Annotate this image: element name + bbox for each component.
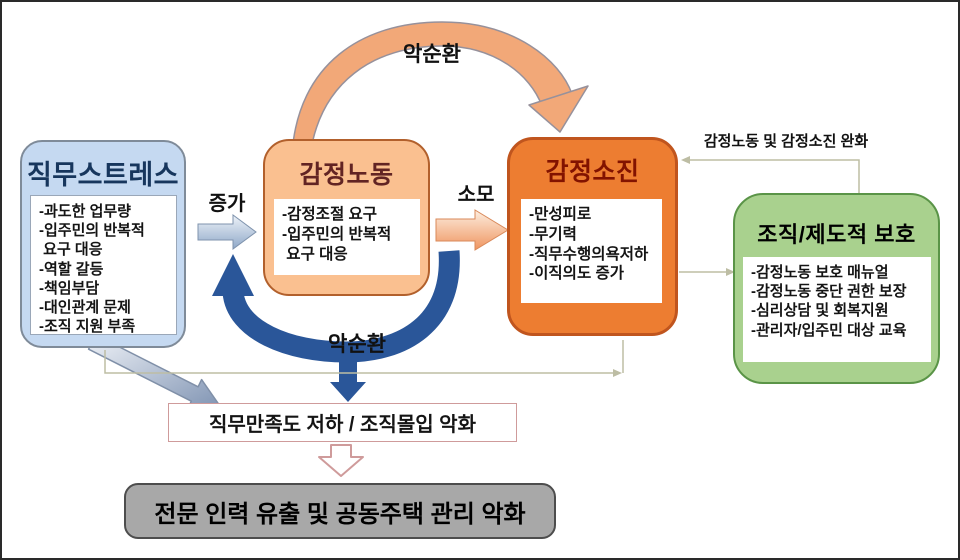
list-item: -관리자/입주민 대상 교육 xyxy=(751,321,907,339)
list-item: 요구 대응 xyxy=(39,241,103,259)
list-item: -만성피로 xyxy=(529,206,592,223)
list-item: -대인관계 문제 xyxy=(39,298,131,316)
protection-box: 조직/제도적 보호 -감정노동 보호 매뉴얼 -감정노동 중단 권한 보장-심리상… xyxy=(733,193,940,384)
vicious-cycle-bottom-arrow xyxy=(212,250,460,363)
increase-label: 증가 xyxy=(208,193,246,215)
list-item: 요구 대응 xyxy=(282,245,348,263)
protection-title: 조직/제도적 보호 xyxy=(757,222,916,247)
job-stress-title: 직무스트레스 xyxy=(26,160,180,190)
down-arrow xyxy=(330,354,366,402)
emotional-exhaustion-box: 감정소진 -만성피로 -무기력 -직무수행의욕저하 -이직의도 증가 xyxy=(507,137,678,336)
emotional-labor-list: -감정조절 요구 -입주민의 반복적 요구 대응 xyxy=(274,199,420,275)
list-item: -감정조절 요구 xyxy=(282,206,378,223)
list-item: -입주민의 반복적 xyxy=(282,225,392,243)
list-item: -직무수행의욕저하 xyxy=(529,245,649,263)
vicious-cycle-bottom-label: 악순환 xyxy=(328,333,386,356)
stress-exhaustion-connector xyxy=(104,340,624,377)
list-item: -무기력 xyxy=(529,225,577,243)
list-item: -과도한 업무량 xyxy=(39,203,131,220)
emotional-exhaustion-list: -만성피로 -무기력 -직무수행의욕저하 -이직의도 증가 xyxy=(521,199,662,303)
list-item: -감정노동 보호 매뉴얼 xyxy=(751,264,889,281)
outcome-satisfaction-box: 직무만족도 저하 / 조직몰입 악화 xyxy=(168,403,517,442)
list-item: -역할 갈등 xyxy=(39,260,104,278)
deplete-label: 소모 xyxy=(457,184,495,206)
job-stress-box: 직무스트레스 -과도한 업무량 -입주민의 반복적 요구 대응-역할 갈등-책임부… xyxy=(20,140,186,348)
vicious-cycle-top-label: 악순환 xyxy=(403,43,461,66)
mitigation-label: 감정노동 및 감정소진 완화 xyxy=(703,133,869,150)
deplete-arrow xyxy=(435,209,509,251)
list-item: -이직의도 증가 xyxy=(529,265,625,283)
list-item: -입주민의 반복적 xyxy=(39,222,145,240)
emotional-labor-title: 감정노동 xyxy=(299,161,394,189)
emotional-labor-box: 감정노동 -감정조절 요구 -입주민의 반복적 요구 대응 xyxy=(263,139,430,296)
list-item: -책임부담 xyxy=(39,279,100,297)
outcome-hollow-arrow xyxy=(318,444,364,477)
outcome-final-box: 전문 인력 유출 및 공동주택 관리 악화 xyxy=(124,483,556,539)
protection-connector xyxy=(679,268,735,276)
list-item: -조직 지원 부족 xyxy=(39,318,136,336)
list-item: -감정노동 중단 권한 보장 xyxy=(751,283,907,301)
list-item: -심리상담 및 회복지원 xyxy=(751,302,889,320)
mitigation-connector xyxy=(681,156,860,198)
job-stress-list: -과도한 업무량 -입주민의 반복적 요구 대응-역할 갈등-책임부담-대인관계 … xyxy=(30,195,177,335)
increase-arrow xyxy=(197,214,257,250)
vicious-cycle-top-arrow xyxy=(291,21,589,157)
emotional-exhaustion-title: 감정소진 xyxy=(545,158,640,186)
protection-list: -감정노동 보호 매뉴얼 -감정노동 중단 권한 보장-심리상담 및 회복지원-관… xyxy=(743,257,931,362)
